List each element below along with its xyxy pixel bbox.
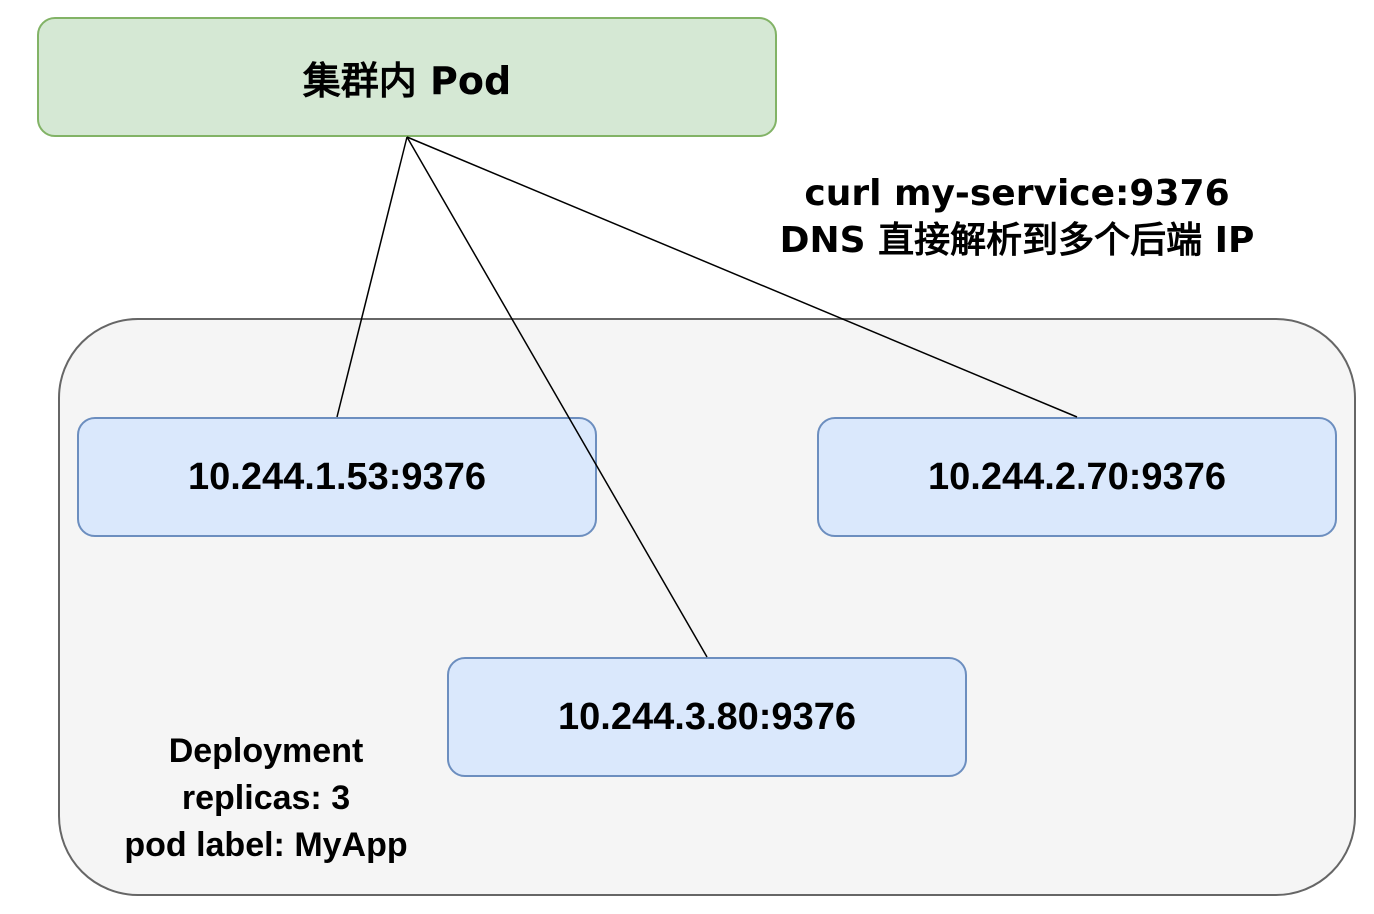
dns-annotation: curl my-service:9376 DNS 直接解析到多个后端 IP: [720, 170, 1314, 264]
client-pod-box: 集群内 Pod: [37, 17, 777, 137]
dns-description: DNS 直接解析到多个后端 IP: [779, 220, 1255, 261]
deployment-label: Deployment replicas: 3 pod label: MyApp: [66, 728, 466, 869]
deployment-replicas: replicas: 3: [181, 779, 351, 817]
deployment-pod-label: pod label: MyApp: [124, 826, 408, 864]
pod-ip-3: 10.244.3.80:9376: [558, 695, 856, 738]
deployment-name: Deployment: [168, 732, 364, 770]
pod-box-2: 10.244.2.70:9376: [817, 417, 1337, 537]
client-pod-label: 集群内 Pod: [302, 58, 512, 103]
pod-box-3: 10.244.3.80:9376: [447, 657, 967, 777]
pod-box-1: 10.244.1.53:9376: [77, 417, 597, 537]
pod-ip-1: 10.244.1.53:9376: [188, 455, 486, 498]
pod-ip-2: 10.244.2.70:9376: [928, 455, 1226, 498]
curl-command: curl my-service:9376: [804, 173, 1230, 214]
